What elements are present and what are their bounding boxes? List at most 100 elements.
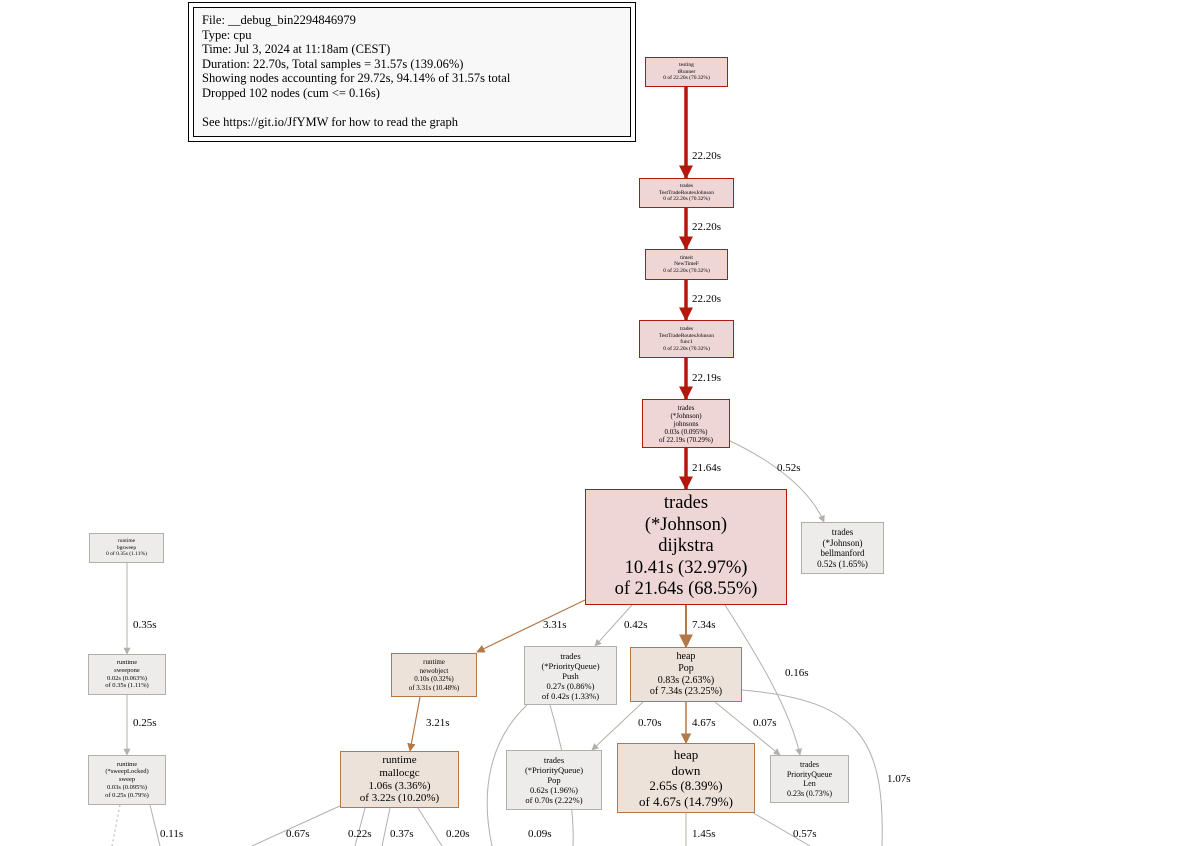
node-line: (*PriorityQueue): [524, 765, 584, 775]
node-priorityqueue-pop[interactable]: trades (*PriorityQueue) Pop 0.62s (1.96%…: [506, 750, 602, 810]
node-line: (*Johnson): [644, 514, 728, 535]
node-line: runtime: [423, 658, 445, 666]
node-runtime-bgsweep[interactable]: runtime bgsweep 0 of 0.35s (1.11%): [89, 533, 164, 563]
edge-label-johnsons-to-bellmanford: 0.52s: [777, 462, 801, 474]
node-line: (*sweepLocked): [105, 768, 149, 776]
edge-label-test-to-timeit: 22.20s: [692, 221, 722, 233]
node-line: bellmanford: [820, 548, 865, 558]
node-line: bgsweep: [116, 544, 137, 551]
node-line: trades: [543, 755, 565, 765]
legend-line-showing: Showing nodes accounting for 29.72s, 94.…: [202, 71, 511, 86]
legend-line-time: Time: Jul 3, 2024 at 11:18am (CEST): [202, 42, 391, 57]
node-line: sweepone: [114, 666, 140, 674]
node-line: func1: [680, 339, 693, 345]
edge-label-dijkstra-to-newobject: 3.31s: [543, 619, 567, 631]
edge-label-trunner-to-test: 22.20s: [692, 150, 722, 162]
node-line: 0 of 22.20s (70.32%): [663, 267, 710, 274]
node-line: of 22.19s (70.29%): [658, 435, 714, 444]
node-line: 0 of 22.20s (70.32%): [663, 196, 710, 203]
node-line: testing: [679, 62, 694, 69]
node-line: of 0.35s (1.11%): [105, 682, 149, 690]
node-heap-down[interactable]: heap down 2.65s (8.39%) of 4.67s (14.79%…: [617, 743, 755, 813]
node-runtime-mallocgc[interactable]: runtime mallocgc 1.06s (3.36%) of 3.22s …: [340, 751, 459, 808]
edge-label-dijkstra-to-push: 0.42s: [624, 619, 648, 631]
node-priorityqueue-len[interactable]: trades PriorityQueue Len 0.23s (0.73%): [770, 755, 849, 803]
legend-line-file: File: __debug_bin2294846979: [202, 13, 356, 27]
node-line: 2.65s (8.39%): [649, 778, 723, 793]
node-runtime-sweepone[interactable]: runtime sweepone 0.02s (0.063%) of 0.35s…: [88, 654, 166, 695]
node-test-trade-routes-johnson[interactable]: trades TestTradeRoutesJohnson 0 of 22.20…: [639, 178, 734, 208]
node-line: of 0.70s (2.22%): [525, 795, 583, 805]
edge-mallocgc-out-3: [381, 807, 391, 846]
edge-label-heappop-out: 1.07s: [887, 773, 911, 785]
node-line: trades: [677, 403, 695, 412]
node-line: TestTradeRoutesJohnson: [658, 332, 715, 339]
edge-label-sweepone-to-sweep: 0.25s: [133, 717, 157, 729]
edge-dijkstra-to-len: [724, 604, 803, 756]
node-line: trades: [679, 326, 694, 332]
node-line: 0.23s (0.73%): [786, 788, 833, 798]
node-line: (*PriorityQueue): [541, 660, 600, 671]
edge-mallocgc-out-4: [417, 807, 443, 846]
node-line: trades: [799, 760, 820, 769]
node-line: 0.83s (2.63%): [657, 674, 715, 686]
node-johnson-johnsons[interactable]: trades (*Johnson) johnsons 0.03s (0.095%…: [642, 399, 730, 448]
node-line: 0.03s (0.095%): [107, 783, 147, 791]
edge-heappop-to-pqpop: [591, 701, 644, 751]
node-line: 0.03s (0.095%): [664, 427, 708, 436]
node-line: trades: [560, 650, 581, 661]
node-line: Pop: [678, 662, 694, 674]
edge-label-bgsweep-to-sweepone: 0.35s: [133, 619, 157, 631]
node-line: 0 of 0.35s (1.11%): [106, 551, 147, 558]
node-line: of 0.25s (0.79%): [105, 791, 149, 799]
edge-johnsons-to-bellmanford: [727, 439, 825, 523]
node-timeit-newtimef[interactable]: timeit NewTimeF 0 of 22.20s (70.32%): [645, 249, 728, 280]
node-line: Push: [562, 670, 579, 681]
node-line: johnsons: [673, 419, 699, 428]
node-line: runtime: [116, 760, 138, 768]
node-runtime-newobject[interactable]: runtime newobject 0.10s (0.32%) of 3.31s…: [391, 653, 477, 697]
node-line: of 7.34s (23.25%): [649, 686, 723, 698]
node-line: mallocgc: [379, 766, 420, 779]
edge-label-mallocgc-out-4: 0.20s: [446, 828, 470, 840]
edge-label-down-out-2: 0.57s: [793, 828, 817, 840]
node-line: TestTradeRoutesJohnson: [658, 189, 715, 196]
node-line: of 4.67s (14.79%): [639, 793, 733, 809]
node-heap-pop[interactable]: heap Pop 0.83s (2.63%) of 7.34s (23.25%): [630, 647, 742, 702]
node-line: 0 of 22.20s (70.32%): [663, 345, 710, 352]
node-test-trade-routes-johnson-func1[interactable]: trades TestTradeRoutesJohnson func1 0 of…: [639, 320, 734, 358]
node-line: of 3.22s (10.20%): [359, 792, 440, 805]
node-line: of 21.64s (68.55%): [614, 579, 758, 600]
node-runtime-sweeplocked-sweep[interactable]: runtime (*sweepLocked) sweep 0.03s (0.09…: [88, 755, 166, 805]
edge-heappop-out: [741, 689, 883, 846]
node-johnson-dijkstra[interactable]: trades (*Johnson) dijkstra 10.41s (32.97…: [585, 489, 787, 605]
edge-mallocgc-out-2: [354, 807, 366, 846]
legend-line-blank: [202, 101, 622, 116]
node-testing-trunner[interactable]: testing tRunner 0 of 22.20s (70.32%): [645, 57, 728, 87]
node-johnson-bellmanford[interactable]: trades (*Johnson) bellmanford 0.52s (1.6…: [801, 522, 884, 574]
node-line: sweep: [118, 776, 136, 784]
node-line: Len: [803, 779, 816, 788]
edge-label-mallocgc-out-2: 0.22s: [348, 828, 372, 840]
edge-mallocgc-out-1: [251, 804, 343, 846]
node-line: of 0.42s (1.33%): [541, 690, 600, 701]
node-line: dijkstra: [658, 536, 714, 557]
node-line: 0.62s (1.96%): [530, 785, 578, 795]
node-line: runtime: [117, 538, 136, 545]
edge-push-out: [486, 704, 528, 846]
graph-legend-inner: File: __debug_bin2294846979 Type: cpu Ti…: [193, 7, 631, 137]
node-line: 0.52s (1.65%): [817, 558, 868, 569]
node-line: 10.41s (32.97%): [624, 557, 748, 578]
node-line: runtime: [382, 753, 417, 766]
node-line: tRunner: [677, 68, 696, 75]
edge-down-out-2: [744, 807, 811, 846]
edge-label-sweep-out: 0.11s: [160, 828, 184, 840]
edge-label-timeit-to-func1: 22.20s: [692, 293, 722, 305]
legend-line-help: See https://git.io/JfYMW for how to read…: [202, 115, 458, 130]
edge-heappop-to-len: [714, 701, 781, 756]
node-line: NewTimeF: [674, 261, 699, 268]
edge-label-dijkstra-to-len: 0.16s: [785, 667, 809, 679]
node-priorityqueue-push[interactable]: trades (*PriorityQueue) Push 0.27s (0.86…: [524, 646, 617, 705]
edge-dijkstra-to-push: [594, 604, 633, 647]
